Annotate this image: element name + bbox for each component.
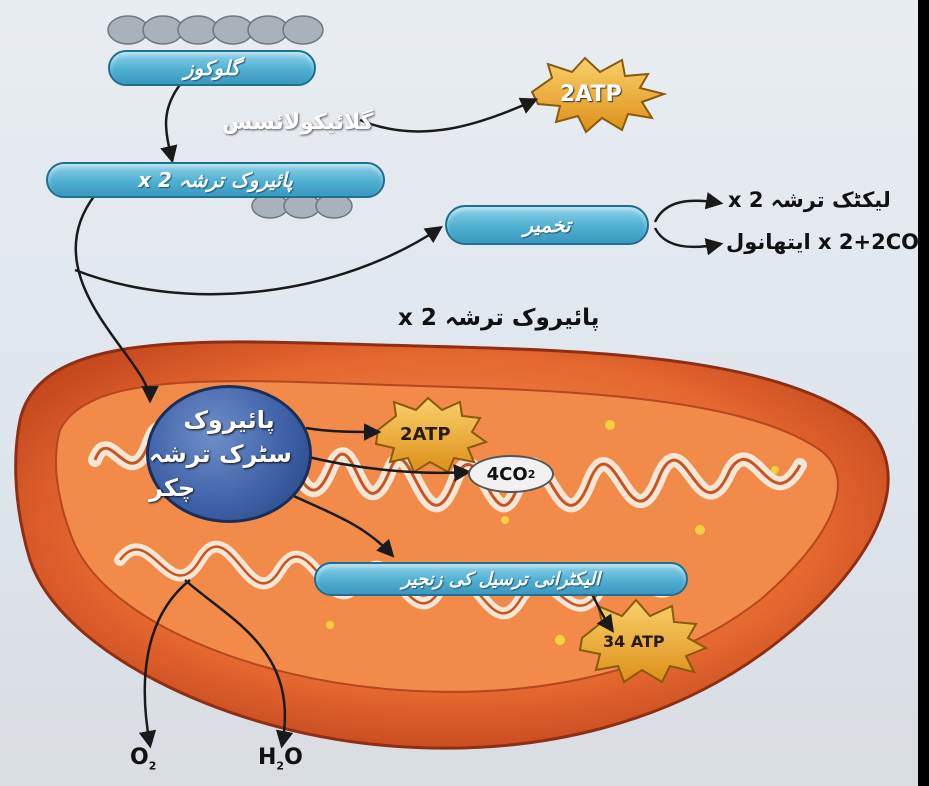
oxygen-label: O2 bbox=[130, 745, 156, 772]
glycolysis-label: گلائیکولائسس bbox=[222, 110, 373, 135]
electron-transport-chain-bar: الیکٹرانی ترسیل کی زنجیر bbox=[314, 562, 688, 596]
krebs-line-1: پائیروک bbox=[183, 403, 274, 437]
ethanol-co2-label: 2 x ایتھانول+2CO2 bbox=[726, 230, 918, 257]
water-o: O bbox=[284, 745, 303, 770]
lactic-acid-label: لیکٹک ترشہ x 2 bbox=[728, 188, 891, 212]
water-subscript: 2 bbox=[276, 759, 284, 772]
glucose-bar: گلوکوز bbox=[108, 50, 316, 86]
pyruvic-acid-mid-label: پائیروک ترشہ x 2 bbox=[398, 305, 599, 331]
glucose-label: گلوکوز bbox=[184, 56, 240, 80]
ethanol-text: 2 x ایتھانول bbox=[726, 230, 853, 254]
co2-text: +2CO bbox=[853, 230, 918, 254]
atp-glycolysis-label: 2ATP bbox=[560, 82, 622, 107]
krebs-cycle-circle: پائیروک سٹرک ترشہ چکر bbox=[146, 385, 312, 523]
glucose-beads bbox=[108, 16, 323, 44]
electron-transport-chain-label: الیکٹرانی ترسیل کی زنجیر bbox=[402, 569, 600, 590]
atp-krebs-label: 2ATP bbox=[400, 424, 451, 445]
fermentation-bar: تخمیر bbox=[445, 205, 649, 245]
co2-krebs-subscript: 2 bbox=[528, 468, 536, 481]
fermentation-label: تخمیر bbox=[523, 213, 570, 237]
oxygen-subscript: 2 bbox=[149, 759, 157, 772]
pyruvic-acid-bar: پائیروک ترشہ x 2 bbox=[46, 162, 385, 198]
atp-etc-label: 34 ATP bbox=[603, 632, 665, 651]
oxygen-o: O bbox=[130, 745, 149, 770]
co2-krebs-label: 4CO bbox=[487, 464, 528, 485]
pyruvic-acid-label: پائیروک ترشہ x 2 bbox=[138, 168, 293, 192]
mitochondrion bbox=[16, 342, 889, 748]
water-h: H bbox=[258, 745, 276, 770]
krebs-line-2: سٹرک ترشہ چکر bbox=[149, 437, 309, 505]
water-label: H2O bbox=[258, 745, 303, 772]
